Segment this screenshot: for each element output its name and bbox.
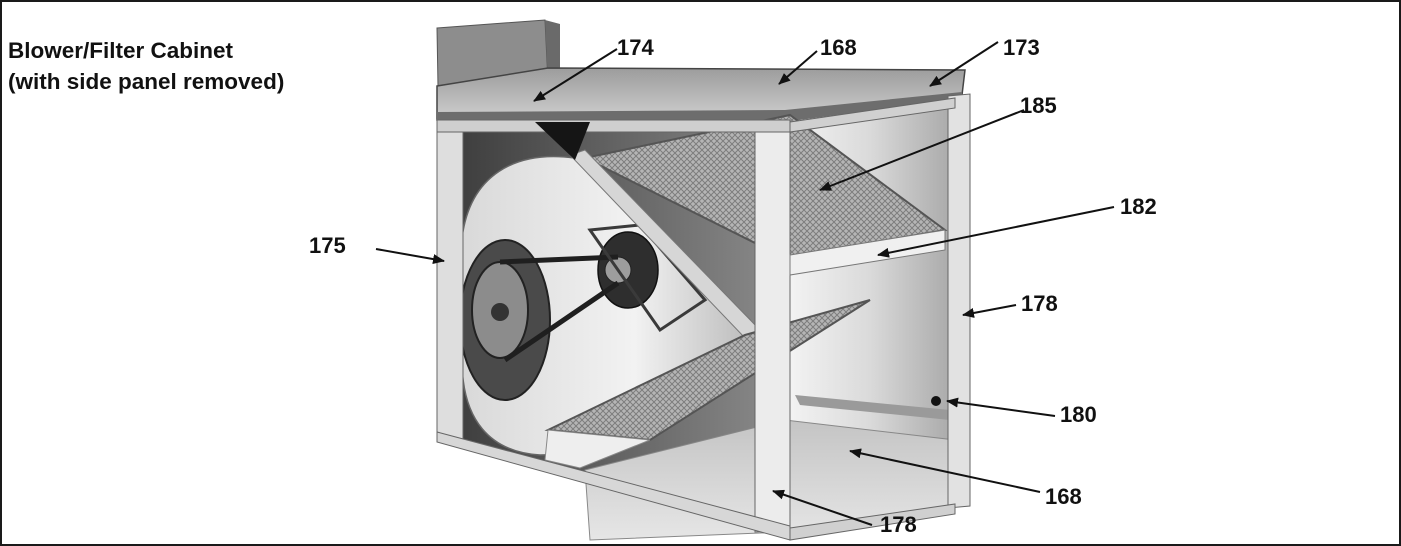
leader-arrow-168-top — [778, 50, 818, 85]
duct-stub-side — [545, 20, 560, 82]
lower-filter-rail — [544, 429, 651, 469]
blower-hub — [491, 303, 509, 321]
title-line-2: (with side panel removed) — [8, 69, 285, 94]
top-panel-edge — [437, 92, 962, 124]
front-left-post — [436, 119, 464, 443]
callout-label-180-fastener: 180 — [1060, 402, 1097, 427]
callout-label-173-top: 173 — [1003, 35, 1040, 60]
leader-arrow-174-top — [533, 48, 618, 102]
front-top-rail — [436, 119, 791, 133]
leader-arrow-180-fastener — [946, 397, 1056, 417]
drive-belt — [499, 254, 620, 363]
leader-arrow-168-bottom — [849, 448, 1041, 493]
title-line-1: Blower/Filter Cabinet — [8, 38, 234, 63]
callout-label-182-brace: 182 — [1120, 194, 1157, 219]
right-top-rail — [789, 97, 956, 133]
cabinet-illustration — [436, 19, 971, 541]
callout-label-168-top: 168 — [820, 35, 857, 60]
leader-arrow-173-top — [929, 41, 999, 87]
leader-arrow-185-filter — [819, 109, 1025, 191]
rear-right-post — [947, 93, 971, 509]
callout-label-185-filter: 185 — [1020, 93, 1057, 118]
callout-label-174-top: 174 — [617, 35, 654, 60]
callout-label-168-bottom: 168 — [1045, 484, 1082, 509]
callout-label-175-left: 175 — [309, 233, 346, 258]
floor-flange — [795, 395, 950, 420]
callout-label-178-bottom: 178 — [880, 512, 917, 537]
leader-arrow-182-brace — [877, 206, 1115, 258]
horizontal-brace — [789, 229, 946, 276]
figure-title: Blower/Filter Cabinet (with side panel re… — [8, 35, 284, 97]
callout-labels: 174 168 173 185 182 175 178 180 168 178 — [309, 35, 1157, 537]
leader-arrow-178-bottom — [772, 489, 873, 526]
right-bottom-rail — [789, 503, 956, 541]
front-center-post — [754, 119, 791, 533]
top-hanger-bracket — [535, 122, 590, 160]
callout-label-178-right: 178 — [1021, 291, 1058, 316]
fastener-dot — [931, 396, 941, 406]
motor-bracket — [587, 223, 708, 333]
leader-arrow-175-left — [375, 248, 445, 265]
callout-leaders — [375, 41, 1115, 526]
leader-arrow-178-right — [962, 304, 1017, 318]
